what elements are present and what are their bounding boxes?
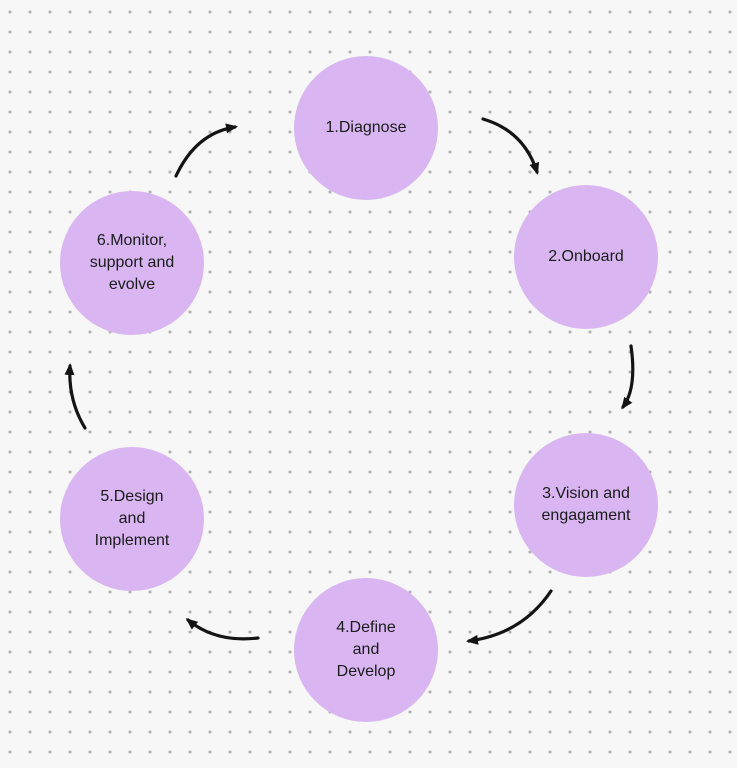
cycle-node-design-implement[interactable]: 5.Design and Implement [60,447,204,591]
node-label: 4.Define and Develop [336,619,396,680]
arrow-4-to-5[interactable] [185,618,260,641]
node-label: 1.Diagnose [325,119,407,136]
cycle-node-define-develop[interactable]: 4.Define and Develop [294,578,438,722]
arrow-2-to-3[interactable] [621,344,635,410]
node-label: 6.Monitor, support and evolve [89,232,175,293]
cycle-node-vision-engagament[interactable]: 3.Vision and engagament [514,433,658,577]
arrow-3-to-4[interactable] [466,589,553,645]
node-label: 3.Vision and engagament [541,485,631,524]
cycle-node-onboard[interactable]: 2.Onboard [514,185,658,329]
cycle-node-monitor-support-evolve[interactable]: 6.Monitor, support and evolve [60,191,204,335]
arrow-5-to-6[interactable] [64,363,87,430]
node-label: 5.Design and Implement [94,488,170,549]
arrow-1-to-2[interactable] [481,117,540,175]
node-label: 2.Onboard [548,248,624,265]
cycle-node-diagnose[interactable]: 1.Diagnose [294,56,438,200]
arrow-6-to-1[interactable] [174,123,238,178]
